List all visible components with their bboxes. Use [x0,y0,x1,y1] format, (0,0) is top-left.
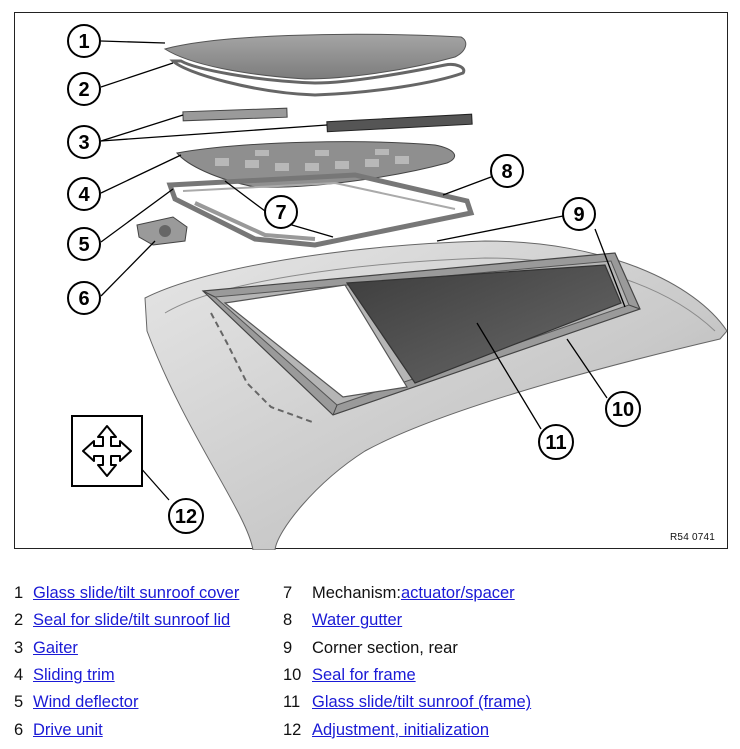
leader-lines [100,40,626,501]
legend-number: 9 [283,638,293,657]
legend-link[interactable]: Gaiter [33,638,78,657]
legend-number: 2 [14,611,24,630]
legend-number: 10 [283,666,302,685]
svg-text:10: 10 [612,399,634,421]
svg-text:6: 6 [78,288,89,310]
legend-item-2: 2 Seal for slide/tilt sunroof lid [14,607,239,634]
legend-link[interactable]: Adjustment, initialization [312,720,490,739]
svg-text:8: 8 [501,161,512,183]
legend-link[interactable]: Wind deflector [33,693,139,712]
legend-link[interactable]: actuator/spacer [400,584,515,603]
legend-number: 11 [283,693,301,712]
legend-left-column: 1 Glass slide/tilt sunroof cover 2 Seal … [14,580,239,744]
legend-link[interactable]: Glass slide/tilt sunroof (frame) [312,693,532,712]
callout-12: 12 [168,498,204,534]
legend-item-12: 12 Adjustment, initialization [283,716,531,743]
adjustment-symbol [71,415,143,487]
callout-5: 5 [67,227,101,261]
legend-item-6: 6 Drive unit [14,716,239,743]
svg-text:3: 3 [78,132,89,154]
callout-1: 1 [67,24,101,58]
legend-number: 3 [14,638,24,657]
legend-item-8: 8 Water gutter [283,607,531,634]
callout-8: 8 [490,154,524,188]
legend-link[interactable]: Water gutter [312,611,403,630]
legend-item-1: 1 Glass slide/tilt sunroof cover [14,580,239,607]
diagram-drawing: 1 2 3 4 5 6 7 8 [67,24,728,550]
legend-item-7: 7 Mechanism: actuator/spacer [283,580,531,607]
legend-text: Corner section, rear [312,638,458,657]
drive-unit-part [136,216,188,246]
reference-code: R54 0741 [670,532,715,543]
seal-part [169,59,466,97]
legend-item-10: 10 Seal for frame [283,662,531,689]
legend-item-11: 11 Glass slide/tilt sunroof (frame) [283,689,531,716]
legend-link[interactable]: Glass slide/tilt sunroof cover [33,584,240,603]
four-way-arrows-icon [82,425,132,477]
mechanism-part [166,172,475,248]
callout-6: 6 [67,281,101,315]
gaiter-front-part [182,107,288,122]
svg-text:2: 2 [78,79,89,101]
svg-text:12: 12 [175,506,197,528]
callout-7: 7 [264,195,298,229]
glass-cover-part [163,33,467,80]
legend-link[interactable]: Seal for slide/tilt sunroof lid [33,611,231,630]
callout-9: 9 [562,197,596,231]
legend-number: 12 [283,720,302,739]
legend-item-5: 5 Wind deflector [14,689,239,716]
legend-number: 5 [14,693,24,712]
svg-text:9: 9 [573,204,584,226]
callout-4: 4 [67,177,101,211]
legend-link[interactable]: Sliding trim [33,666,115,685]
legend-prefix: Mechanism: [312,584,401,603]
svg-text:1: 1 [78,31,89,53]
legend-number: 4 [14,666,24,685]
sunroof-frame [201,252,641,424]
svg-text:11: 11 [545,432,566,454]
callout-2: 2 [67,72,101,106]
legend-number: 7 [283,584,293,603]
sliding-trim-part [176,141,456,188]
legend-number: 8 [283,611,293,630]
callout-11: 11 [538,424,574,460]
svg-text:4: 4 [78,184,90,206]
legend-link[interactable]: Drive unit [33,720,103,739]
svg-text:5: 5 [78,234,89,256]
callout-3: 3 [67,125,101,159]
gaiter-rear-part [326,113,473,133]
legend-number: 1 [14,584,24,603]
legend-item-9: 9 Corner section, rear [283,635,531,662]
legend-number: 6 [14,720,24,739]
legend-item-4: 4 Sliding trim [14,662,239,689]
callout-10: 10 [605,391,641,427]
legend-right-column: 7 Mechanism: actuator/spacer 8 Water gut… [283,580,531,744]
legend-item-3: 3 Gaiter [14,635,239,662]
legend-link[interactable]: Seal for frame [312,666,416,685]
exploded-diagram: 1 2 3 4 5 6 7 8 [14,12,728,550]
svg-text:7: 7 [275,202,286,224]
